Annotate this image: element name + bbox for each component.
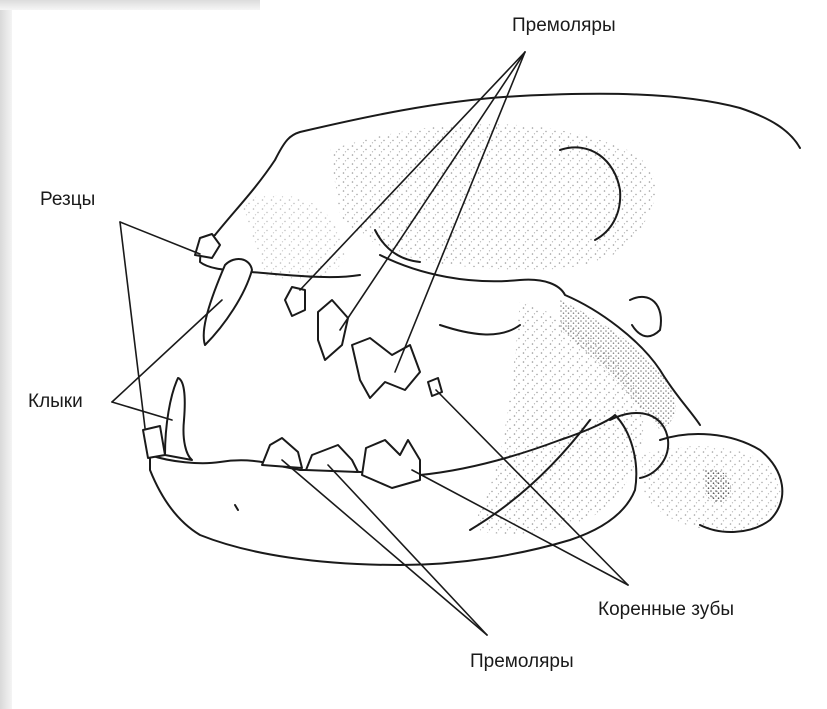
molars-label: Коренные зубы (598, 600, 734, 619)
mental-foramen (235, 505, 238, 510)
lower-premolar-2 (306, 445, 358, 472)
upper-carnassial (352, 338, 420, 398)
leaders-incisors (120, 222, 200, 428)
lower-carnassial (362, 440, 420, 488)
premolars-bottom-label: Премоляры (470, 652, 574, 671)
lower-premolar-1 (262, 438, 302, 468)
rear-skull (630, 297, 661, 336)
upper-incisor (195, 234, 220, 258)
upper-premolar-2 (318, 300, 348, 360)
upper-canine (204, 259, 252, 345)
canines-label: Клыки (28, 392, 83, 411)
lower-incisors (143, 426, 165, 458)
lower-teeth (143, 378, 420, 488)
upper-premolar-1 (285, 287, 305, 316)
premolars-top-label: Премоляры (512, 16, 616, 35)
incisors-label: Резцы (40, 190, 95, 209)
leaders-premolars-bottom (282, 460, 487, 635)
